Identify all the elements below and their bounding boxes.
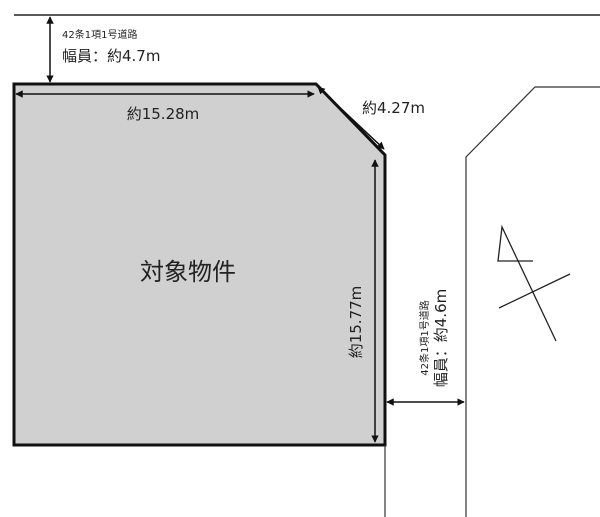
north-road-type: 42条1項1号道路	[62, 28, 137, 41]
corner-cut-arrow	[317, 86, 385, 150]
corner-cut-length: 約4.27m	[362, 99, 425, 117]
north-road-width: 幅員：約4.7m	[62, 47, 160, 65]
east-road-width: 幅員：約4.6m	[432, 289, 450, 387]
east-road-type: 42条1項1号道路	[418, 300, 431, 375]
east-side-length: 約15.77m	[347, 286, 365, 359]
north-side-length: 約15.28m	[127, 105, 200, 123]
east-road-right-edge	[465, 86, 600, 517]
north-arrow-icon	[497, 224, 571, 342]
property-label: 対象物件	[140, 258, 236, 286]
property-lot	[12, 82, 387, 447]
